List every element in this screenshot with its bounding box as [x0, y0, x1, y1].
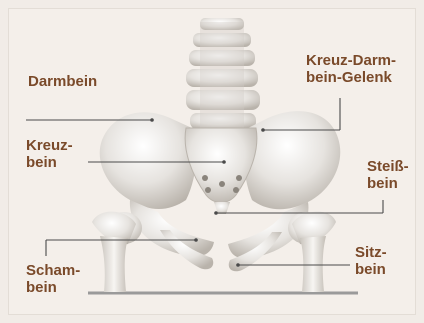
pelvic-ring-left	[130, 200, 214, 256]
label-schambein: Scham- bein	[26, 262, 80, 296]
femur-left	[100, 236, 128, 292]
label-sitzbein: Sitz- bein	[355, 244, 387, 278]
label-kreuz-darm-gelenk: Kreuz-Darm- bein-Gelenk	[306, 52, 396, 86]
label-kreuzbein: Kreuz- bein	[26, 137, 73, 171]
ilium-left	[100, 112, 197, 209]
ilium-right	[244, 111, 341, 209]
label-darmbein: Darmbein	[28, 73, 97, 90]
femur-right	[300, 236, 326, 292]
label-steissbein: Steiß- bein	[367, 158, 409, 192]
spine	[186, 18, 260, 142]
sacrum	[185, 128, 257, 203]
